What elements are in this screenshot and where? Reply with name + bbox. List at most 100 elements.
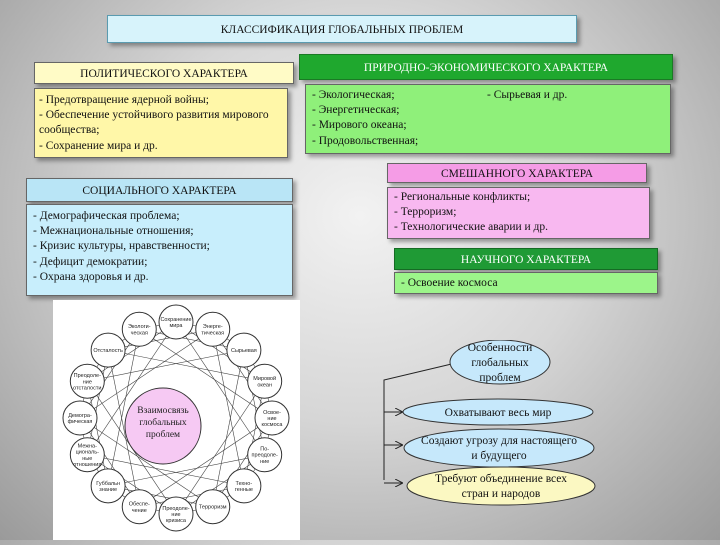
connection-line	[87, 349, 244, 382]
problem-node-label: Межна-	[78, 443, 97, 449]
problem-node-label: ческая	[131, 330, 148, 336]
problem-node-label: ние	[260, 459, 269, 465]
svg-text:Требуют объединение всех: Требуют объединение всех	[435, 473, 567, 485]
list-item: - Экологическая;	[312, 89, 395, 101]
svg-text:Особенности: Особенности	[468, 342, 533, 354]
svg-text:глобальных: глобальных	[139, 417, 187, 428]
connection-line	[243, 350, 265, 455]
problem-node-label: Сырьевая	[231, 348, 257, 354]
connection-line	[175, 321, 265, 382]
connection-line	[212, 329, 273, 419]
feature-label: Требуют объединение всех	[435, 473, 567, 485]
social-list: - Демографическая проблема; - Межнациона…	[26, 204, 293, 296]
problem-node-label: Преодоле-	[162, 506, 189, 512]
problem-node-label: отношения	[73, 462, 101, 468]
natural-economic-list: - Экологическая; - Энергетическая; - Мир…	[305, 84, 671, 154]
page-title: КЛАССИФИКАЦИЯ ГЛОБАЛЬНЫХ ПРОБЛЕМ	[107, 15, 577, 43]
center-label: глобальных	[139, 417, 187, 428]
feature-label: стран и народов	[462, 488, 541, 500]
svg-text:и будущего: и будущего	[471, 450, 526, 462]
list-item: - Продовольственная;	[312, 134, 419, 147]
connection-line	[139, 485, 244, 507]
problem-node-label: мира	[170, 323, 184, 329]
connection-line	[108, 485, 213, 507]
svg-text:проблем: проблем	[479, 372, 521, 384]
problem-node-label: Обеспе-	[129, 502, 150, 508]
features-title-line: Особенности	[468, 342, 533, 354]
feature-label: Создают угрозу для настоящего	[421, 435, 577, 447]
problem-node-label: тическая	[201, 330, 224, 336]
connection-line	[175, 454, 265, 515]
features-svg: Особенности глобальных проблем Охватываю…	[383, 339, 596, 506]
political-list: - Предотвращение ядерной войны; - Обеспе…	[34, 88, 288, 158]
list-item: - Технологические аварии и др.	[394, 221, 549, 234]
mixed-header: СМЕШАННОГО ХАРАКТЕРА	[387, 163, 647, 183]
scientific-list: - Освоение космоса	[394, 272, 658, 294]
svg-text:глобальных: глобальных	[471, 357, 529, 369]
mixed-list: - Региональные конфликты; - Терроризм; -…	[387, 187, 650, 239]
svg-text:Охватывают весь мир: Охватывают весь мир	[445, 407, 552, 419]
svg-text:проблем: проблем	[146, 429, 180, 440]
connection-line	[79, 417, 140, 507]
problem-node-label: Отсталость	[93, 348, 123, 354]
problem-node: Техно-генные	[226, 468, 262, 504]
center-node: Взаимосвязь глобальных проблем	[124, 387, 202, 465]
svg-text:Взаимосвязь: Взаимосвязь	[137, 406, 189, 416]
problem-node: По-преодоле-ние	[247, 437, 283, 473]
problem-node-label: фическая	[68, 419, 93, 425]
connection-line	[87, 321, 177, 382]
feature-oval: Создают угрозу для настоящего и будущего	[403, 428, 595, 468]
connection-line	[87, 381, 109, 486]
feature-label: и будущего	[471, 450, 526, 462]
connection-line	[139, 329, 273, 419]
problem-node: Энерге-тическая	[195, 311, 231, 347]
problem-node-label: ные	[82, 456, 92, 462]
problem-node-label: Мировой	[253, 375, 276, 382]
problem-node-label: знание	[99, 487, 117, 493]
problem-node-label: Преодоле-	[74, 373, 101, 379]
problem-node-label: Освое-	[263, 410, 281, 416]
problem-node-label: Губбальн	[96, 481, 120, 487]
problem-node-label: Экологи-	[128, 324, 151, 330]
list-item: - Демографическая проблема;	[33, 210, 180, 222]
problem-node-label: Терроризм	[199, 505, 227, 511]
problem-node: Отсталость	[90, 332, 126, 368]
natural-economic-header: ПРИРОДНО-ЭКОНОМИЧЕСКОГО ХАРАКТЕРА	[299, 54, 673, 80]
list-item: - Мирового океана;	[312, 119, 407, 132]
problem-node-label: ние	[83, 379, 92, 385]
list-item: - Сохранение мира и др.	[39, 139, 158, 152]
list-item: - Региональные конфликты;	[394, 191, 531, 203]
connection-line	[139, 329, 244, 351]
problem-node: Демогра-фическая	[62, 400, 98, 436]
political-header: ПОЛИТИЧЕСКОГО ХАРАКТЕРА	[34, 62, 294, 84]
problem-node-label: кризиса	[166, 518, 187, 524]
connection-line	[108, 329, 213, 351]
features-title: Особенности глобальных проблем	[449, 339, 551, 385]
problem-node-label: отсталости	[73, 385, 101, 391]
list-item: - Охрана здоровья и др.	[33, 270, 149, 283]
problem-node-label: Демогра-	[68, 413, 92, 419]
connector-line	[383, 361, 461, 480]
center-label: проблем	[146, 429, 180, 440]
list-item-extra: - Сырьевая и др.	[487, 89, 568, 101]
problem-node: Обеспе-чение	[121, 489, 157, 525]
problem-node-label: ние	[171, 512, 180, 518]
connection-line	[243, 381, 265, 486]
svg-text:стран и народов: стран и народов	[462, 488, 541, 500]
problem-node-label: циональ-	[76, 450, 99, 456]
features-block: Особенности глобальных проблем Охватываю…	[380, 339, 620, 540]
scientific-header: НАУЧНОГО ХАРАКТЕРА	[394, 248, 658, 270]
connection-line	[79, 329, 213, 419]
feature-oval: Требуют объединение всех стран и народов	[406, 466, 596, 506]
problem-node-label: Техно-	[236, 481, 253, 487]
list-item: - Дефицит демократии;	[33, 255, 148, 268]
problem-node: Экологи-ческая	[121, 311, 157, 347]
social-header: СОЦИАЛЬНОГО ХАРАКТЕРА	[26, 178, 293, 202]
